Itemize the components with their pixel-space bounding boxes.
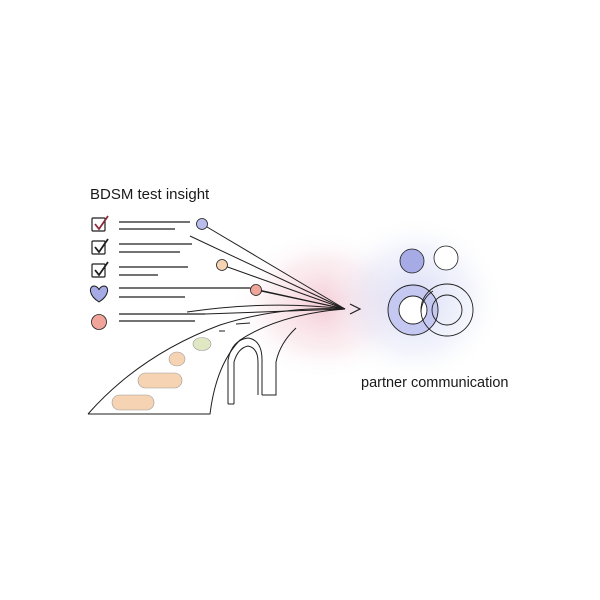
pill-marker [137,372,183,389]
checkmark-icon [94,215,109,231]
checkbox-checked-icon [91,240,106,255]
checkmark-icon [94,261,109,277]
node-dot-icon [250,284,262,296]
converging-lines [186,223,346,315]
interlocked-rings-icon [387,245,474,337]
path-markers [111,337,212,411]
node-dot-icon [216,259,228,271]
background-glow [230,215,505,385]
checkmark-icon [94,238,109,254]
checklist-row-4 [89,285,250,303]
checklist-row-5 [91,313,205,330]
pill-marker [192,337,212,351]
diagram-right-caption: partner communication [361,375,509,391]
checkbox-checked-icon [91,217,106,232]
bridge-path [87,308,346,415]
checklist [89,215,250,330]
pill-marker [168,351,186,367]
circle-dot-icon [91,314,107,330]
checkbox-checked-icon [91,263,106,278]
arrowhead-icon [349,303,362,315]
heart-icon [89,285,109,303]
checklist-row-2 [91,238,192,255]
checklist-row-3 [91,261,188,278]
checklist-row-1 [91,215,190,232]
line-nodes [196,218,262,296]
node-dot-icon [196,218,208,230]
pill-marker [111,394,155,411]
diagram-left-title: BDSM test insight [90,186,210,203]
